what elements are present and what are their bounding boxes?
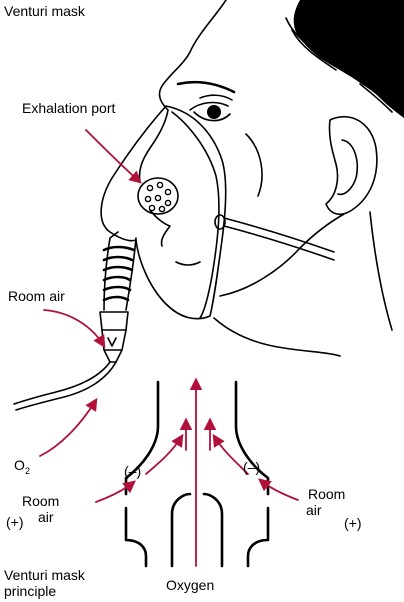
venturi-mask — [13, 105, 335, 411]
pupil — [207, 105, 221, 119]
venturi-wall-left-top — [124, 380, 160, 496]
neck-back — [369, 211, 393, 331]
arrow-room-air-right-in — [258, 478, 299, 501]
title-top: Venturi mask — [4, 3, 86, 19]
eyebrow — [176, 80, 236, 94]
tube-corrugations — [102, 245, 136, 302]
mask-strap — [223, 217, 335, 261]
venturi-jet — [101, 329, 127, 363]
nose — [149, 209, 171, 247]
label-room-left-1: Room — [22, 493, 59, 509]
label-minus-left: (–) — [124, 463, 141, 479]
oxygen-tubing — [13, 361, 111, 405]
label-room-air-top: Room air — [8, 288, 65, 304]
labels: Venturi mask Exhalation port Room air O … — [4, 3, 362, 599]
label-o2-subscript: 2 — [25, 466, 30, 476]
jet-wall-left — [170, 492, 192, 568]
arrow-room-air-left-in — [95, 480, 136, 503]
label-oxygen: Oxygen — [166, 577, 214, 593]
strap-clip — [214, 214, 226, 230]
arrow-room-air-top — [43, 309, 106, 349]
arrow-o2 — [39, 397, 98, 457]
neck-front — [213, 317, 341, 357]
venturi-wall-left-bottom — [124, 506, 148, 568]
hair — [293, 0, 404, 118]
label-room-right-1: Room — [308, 486, 345, 502]
head-illustration — [138, 0, 404, 357]
cheek-line — [245, 133, 263, 197]
exhalation-port-holes — [144, 181, 172, 213]
exhalation-port — [137, 177, 179, 215]
venturi-wall-right-bottom — [246, 506, 270, 568]
oxygen-tubing-inner — [15, 361, 117, 411]
ear-inner — [337, 139, 358, 196]
label-minus-right: (–) — [243, 459, 260, 475]
eye — [189, 101, 231, 122]
mask-rim — [171, 111, 220, 319]
venturi-adapter — [99, 311, 129, 331]
venturi-principle-schematic — [124, 380, 270, 568]
arrow-right-entrain — [212, 433, 249, 475]
label-plus-left: (+) — [6, 514, 24, 530]
face-profile — [138, 0, 227, 183]
ear — [325, 115, 378, 216]
label-room-left-2: air — [38, 509, 54, 525]
label-plus-right: (+) — [344, 515, 362, 531]
arrow-exhalation — [85, 129, 142, 184]
jet-wall-right — [202, 492, 224, 568]
label-o2: O — [14, 457, 25, 473]
label-exhalation-port: Exhalation port — [22, 100, 116, 116]
flow-arrows — [39, 129, 299, 567]
jaw-line — [219, 213, 345, 297]
title-bottom-1: Venturi mask — [4, 567, 86, 583]
lips — [175, 261, 201, 266]
eye-crease — [199, 94, 233, 101]
mask-shell — [100, 105, 227, 320]
title-bottom-2: principle — [4, 583, 56, 599]
hair-strands — [285, 17, 393, 113]
label-room-right-2: air — [306, 502, 322, 518]
arrow-left-entrain — [145, 433, 184, 475]
venturi-wall-right-top — [234, 380, 270, 496]
